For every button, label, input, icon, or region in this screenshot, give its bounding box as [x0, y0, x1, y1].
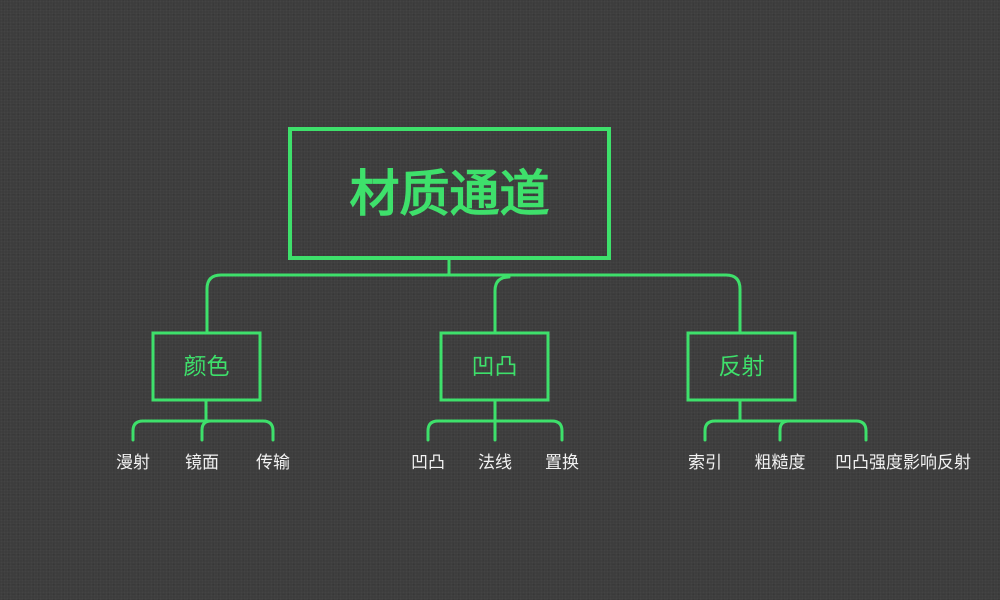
leaf-normal: 法线: [478, 453, 512, 473]
root-connectors: [205, 256, 742, 335]
branch-bump-children-connector: [426, 398, 564, 442]
leaf-diffuse: 漫射: [116, 453, 150, 473]
root-node: 材质通道: [288, 127, 611, 260]
leaf-bump: 凹凸: [411, 453, 445, 473]
branch-reflection: 反射 索引 粗糙度 凹凸强度影响反射: [686, 331, 971, 473]
leaf-transmission: 传输: [256, 453, 290, 473]
root-bus-connector: [205, 273, 742, 335]
branch-reflection-children-connector: [703, 398, 868, 442]
branch-reflection-label: 反射: [719, 354, 765, 380]
leaf-index: 索引: [688, 453, 722, 473]
branch-bump: 凹凸 凹凸 法线 置换: [411, 331, 579, 473]
branch-bump-label: 凹凸: [472, 354, 518, 380]
leaf-specular: 镜面: [185, 453, 219, 473]
root-to-middle-connector: [493, 275, 511, 335]
branch-color: 颜色 漫射 镜面 传输: [116, 331, 290, 473]
leaf-bump-strength-affects-reflection: 凹凸强度影响反射: [835, 453, 971, 473]
leaf-displacement: 置换: [545, 453, 579, 473]
branch-color-children-connector: [131, 398, 275, 442]
root-box: [288, 127, 611, 260]
root-label: 材质通道: [350, 165, 550, 223]
branch-color-label: 颜色: [184, 354, 230, 380]
leaf-roughness: 粗糙度: [755, 453, 806, 473]
